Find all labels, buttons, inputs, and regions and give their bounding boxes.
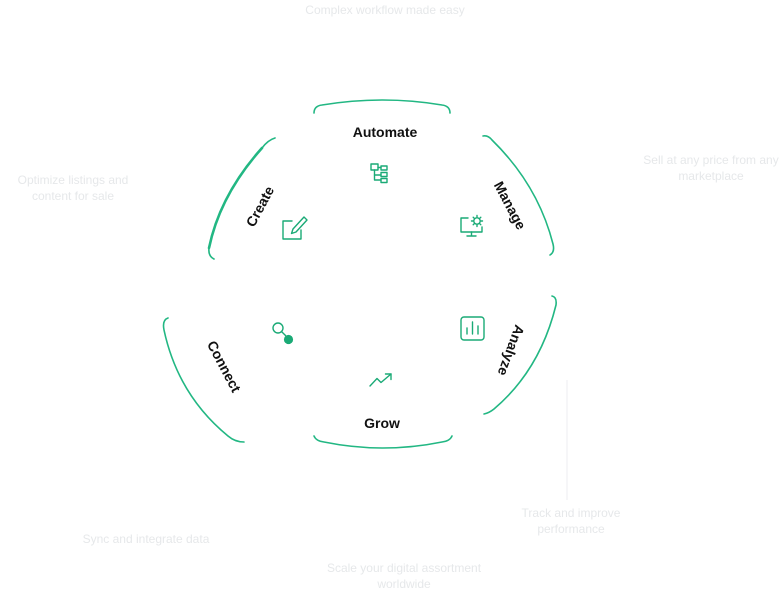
caption-grow: Scale your digital assortment worldwide: [326, 561, 482, 591]
caption-analyze: Track and improve performance: [521, 506, 621, 536]
segment-label-analyze: Analyze: [495, 323, 528, 378]
caption-connect: Sync and integrate data: [82, 532, 210, 546]
arc-connect: [162, 317, 245, 443]
segment-label-manage: Manage: [491, 179, 530, 233]
edit-icon: [282, 216, 308, 240]
arc-grow: [313, 435, 453, 449]
segment-label-automate: Automate: [353, 124, 418, 140]
segment-label-connect: Connect: [204, 338, 245, 395]
segment-label-grow: Grow: [364, 415, 400, 431]
bar-chart-icon: [460, 316, 485, 341]
trend-up-icon: [369, 373, 392, 387]
arc-automate: [313, 99, 451, 114]
arc-manage: [482, 135, 555, 256]
caption-manage: Sell at any price from any marketplace: [643, 153, 779, 183]
caption-create: Optimize listings and content for sale: [17, 173, 129, 203]
arc-analyze: [483, 295, 557, 415]
monitor-gear-icon: [460, 214, 484, 237]
arc-create: [207, 137, 276, 260]
segment-label-create: Create: [243, 183, 278, 229]
workflow-icon: [370, 163, 388, 184]
caption-automate: Complex workflow made easy: [305, 3, 465, 17]
search-dot-icon: [272, 322, 294, 345]
